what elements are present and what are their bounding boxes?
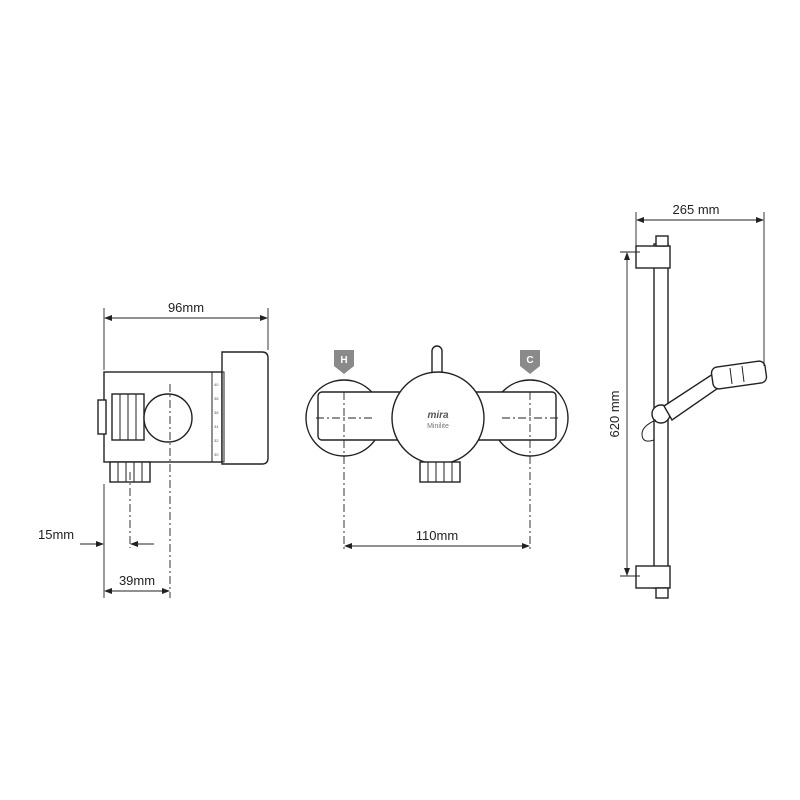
dim-39-arrow-left (104, 588, 112, 594)
cold-badge: C (520, 350, 540, 374)
dim-620-label: 620 mm (607, 391, 622, 438)
hot-badge-label: H (340, 355, 347, 366)
brand-logo: mira (427, 410, 449, 421)
dim-15-label: 15mm (38, 527, 74, 542)
model-label: Minilite (427, 423, 449, 430)
dim-39-label: 39mm (119, 573, 155, 588)
valve-front-view: mira Minilite H C 110mm (305, 345, 569, 552)
dim-15-arrow-left (96, 541, 104, 547)
dim-620-arrow-bottom (624, 568, 630, 576)
dim-265-label: 265 mm (673, 202, 720, 217)
dim-110-label: 110mm (416, 528, 458, 543)
dim-15-arrow-right (130, 541, 138, 547)
side-housing (221, 351, 269, 465)
handset-head-line-2 (741, 365, 745, 383)
temperature-scale: 40 38 36 34 32 30 (214, 382, 219, 457)
handset-head-line-1 (729, 367, 733, 385)
top-bracket (635, 245, 671, 269)
scale-mark-6: 30 (214, 452, 219, 457)
side-wall-plate (97, 399, 107, 435)
scale-mark-2: 38 (214, 396, 219, 401)
scale-mark-4: 34 (214, 424, 219, 429)
dim-39-arrow-right (162, 588, 170, 594)
dim-96-arrow-left (104, 315, 112, 321)
shower-handset-head (710, 360, 768, 390)
dim-265-arrow-right (756, 217, 764, 223)
scale-mark-1: 40 (214, 382, 219, 387)
side-outlet-knob (143, 393, 193, 443)
top-bracket-cap (655, 235, 669, 247)
dim-110-arrow-right (522, 543, 530, 549)
bottom-bracket (635, 565, 671, 589)
bottom-bracket-cap (655, 587, 669, 599)
scale-mark-5: 32 (214, 438, 219, 443)
temperature-scale-strip (211, 371, 225, 463)
riser-rail-view: 620 mm 265 mm (607, 202, 768, 599)
side-view: 40 38 36 34 32 30 96mm (38, 300, 269, 598)
dim-110-arrow-left (344, 543, 352, 549)
dim-620-arrow-top (624, 252, 630, 260)
dim-96-arrow-right (260, 315, 268, 321)
hot-badge: H (334, 350, 354, 374)
dim-96-label: 96mm (168, 300, 204, 315)
valve-outlet-thread (419, 461, 461, 483)
scale-mark-3: 36 (214, 410, 219, 415)
dim-265-arrow-left (636, 217, 644, 223)
cold-badge-label: C (526, 355, 533, 366)
shower-hose (641, 419, 657, 442)
